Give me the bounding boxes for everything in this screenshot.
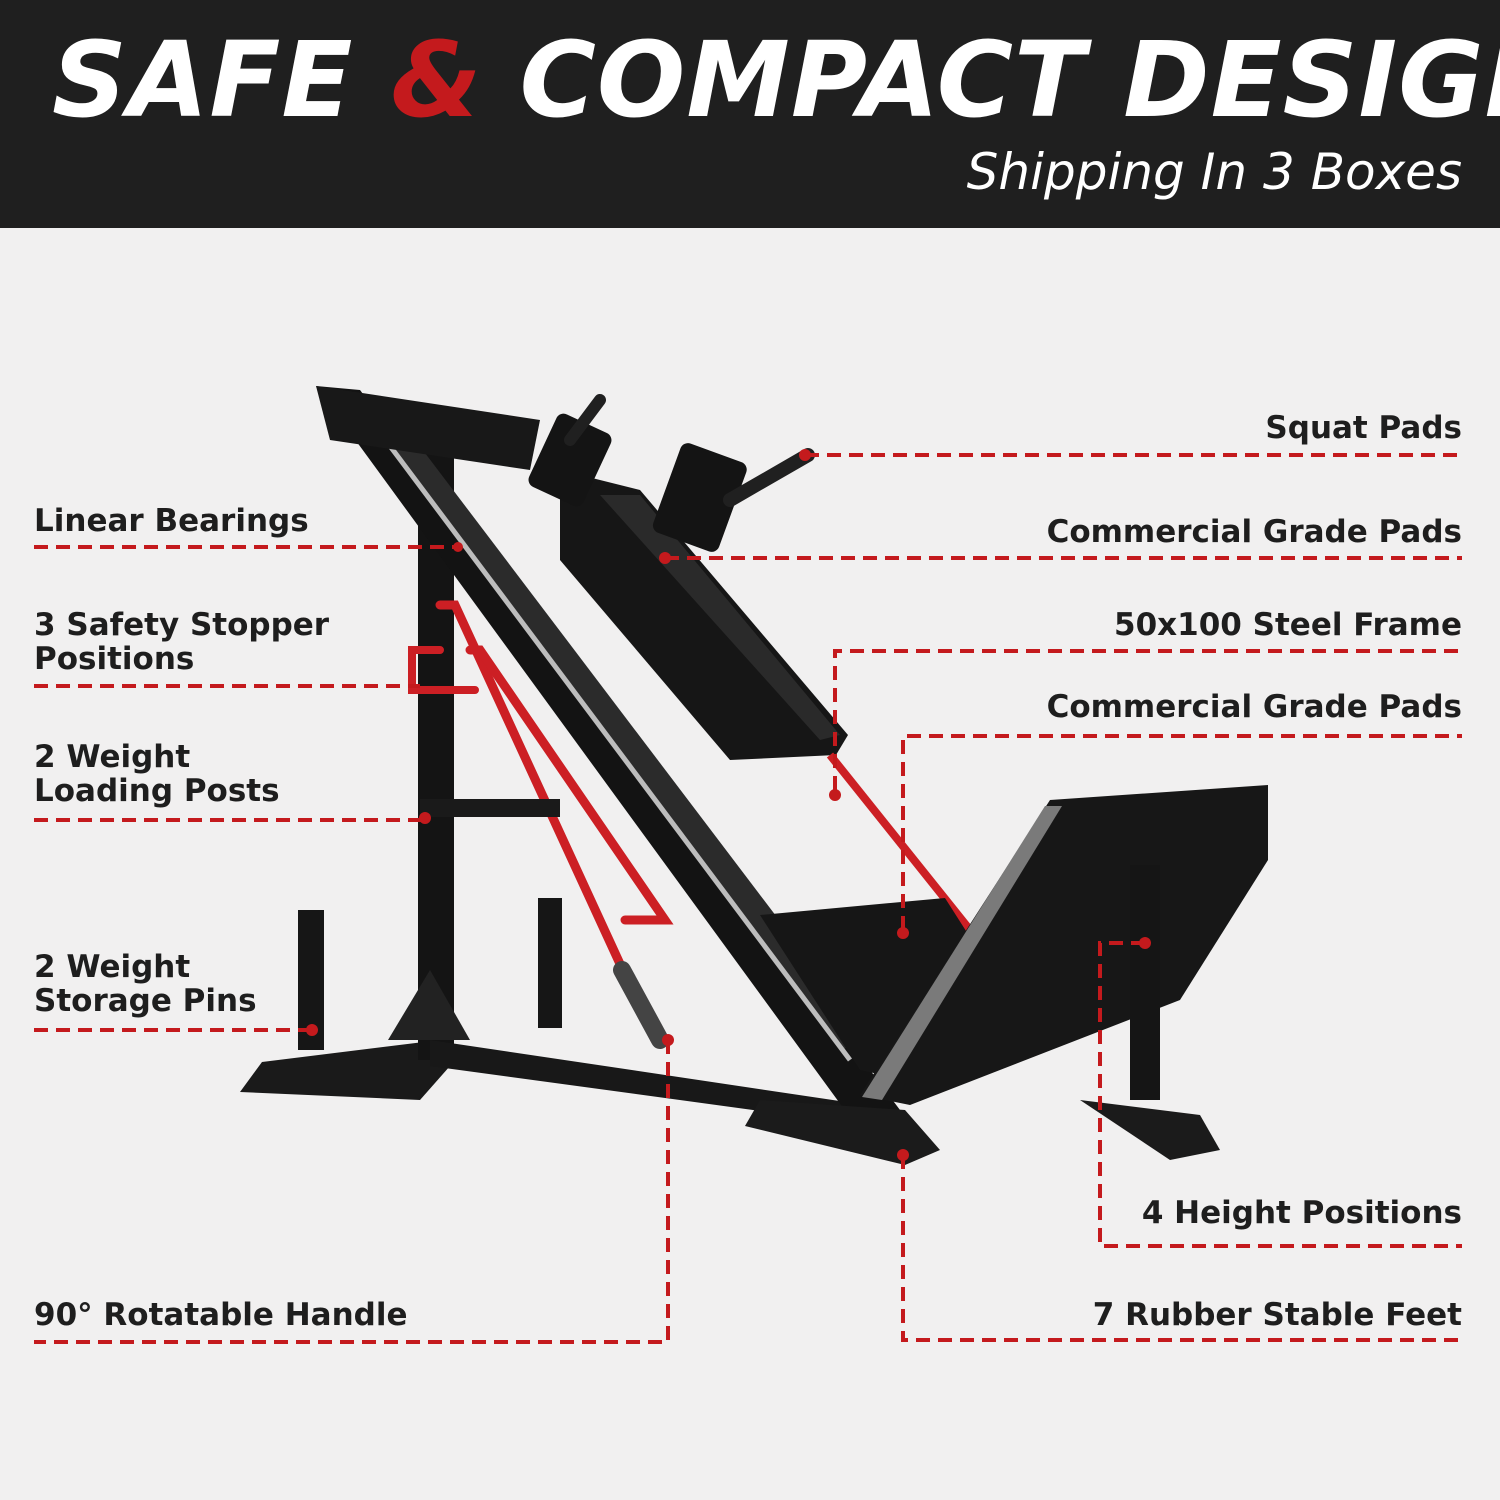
page-subtitle: Shipping In 3 Boxes [966,143,1462,201]
label-commercial-pads-upper: Commercial Grade Pads [1046,514,1462,550]
upright-gusset [388,970,470,1040]
top-frame [316,386,540,470]
shoulder-pad-right [652,443,747,552]
guide-rod [375,428,853,1062]
handle-right [723,448,815,507]
label-loading-posts-line1: 2 Weight [34,739,191,775]
stopper-loop [408,646,479,694]
label-safety-stopper-line2: Positions [34,641,195,677]
label-storage-pins-line1: 2 Weight [34,949,191,985]
label-safety-stopper: 3 Safety Stopper Positions [34,608,329,676]
label-squat-pads: Squat Pads [1265,410,1462,446]
shoulder-pad-left [528,413,612,507]
height-post [1130,865,1160,1100]
title-ampersand: & [390,19,483,141]
safety-handle-red-2 [465,645,674,925]
label-safety-stopper-line1: 3 Safety Stopper [34,607,330,643]
hack-squat-machine-image [240,386,1268,1165]
main-rail-inner [370,420,870,1050]
label-loading-posts: 2 Weight Loading Posts [34,740,280,808]
storage-pin-right [538,898,562,1028]
storage-pin-left [298,910,324,1050]
label-linear-bearings: Linear Bearings [34,503,309,539]
label-steel-frame: 50x100 Steel Frame [1114,607,1462,643]
front-foot-left [745,1100,940,1165]
label-storage-pins: 2 Weight Storage Pins [34,950,257,1018]
safety-handle-red [435,600,660,1045]
header-banner: SAFE & COMPACT DESIGN Shipping In 3 Boxe… [0,0,1500,228]
title-part-compact-design: COMPACT DESIGN [482,19,1500,141]
handle-top [564,394,606,446]
page-title: SAFE & COMPACT DESIGN [52,19,1500,141]
label-commercial-pads-lower: Commercial Grade Pads [1046,689,1462,725]
label-rubber-feet: 7 Rubber Stable Feet [1092,1297,1462,1333]
label-loading-posts-line2: Loading Posts [34,773,280,809]
rotatable-handle-grip [613,961,669,1049]
label-storage-pins-line2: Storage Pins [34,983,257,1019]
main-rail [316,386,900,1120]
label-rotatable-handle: 90° Rotatable Handle [34,1297,408,1333]
title-part-safe: SAFE [52,19,391,141]
front-foot-right [1080,1100,1220,1160]
label-height-positions: 4 Height Positions [1141,1195,1462,1231]
